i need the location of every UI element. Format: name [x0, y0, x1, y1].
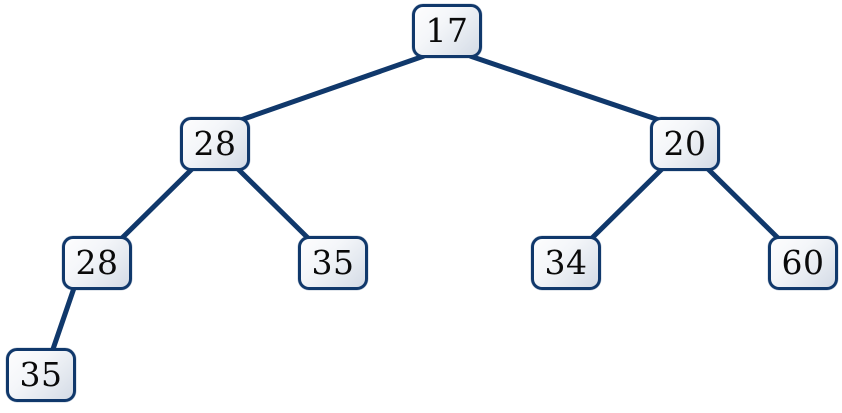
tree-node-label: 35 [311, 242, 355, 282]
tree-node-n1[interactable]: 28 [180, 117, 250, 171]
tree-edge-n0-n2 [469, 53, 663, 124]
tree-edge-n3-n7 [49, 287, 77, 353]
tree-node-label: 17 [425, 10, 469, 50]
tree-node-n0[interactable]: 17 [412, 4, 482, 58]
tree-edge-n1-n4 [236, 167, 312, 242]
tree-edge-n1-n3 [118, 167, 194, 242]
tree-node-n2[interactable]: 20 [650, 117, 720, 171]
tree-node-n7[interactable]: 35 [6, 348, 76, 402]
tree-node-label: 28 [75, 242, 119, 282]
tree-edge-n2-n6 [706, 167, 782, 242]
tree-node-n4[interactable]: 35 [298, 236, 368, 290]
tree-node-label: 60 [781, 242, 825, 282]
tree-node-label: 20 [663, 123, 707, 163]
tree-node-n6[interactable]: 60 [768, 236, 838, 290]
tree-edge-n2-n5 [588, 167, 664, 242]
tree-node-label: 28 [193, 123, 237, 163]
tree-node-label: 34 [544, 242, 588, 282]
tree-node-n5[interactable]: 34 [531, 236, 601, 290]
tree-node-n3[interactable]: 28 [62, 236, 132, 290]
tree-edge-n0-n1 [237, 53, 425, 124]
tree-node-label: 35 [19, 354, 63, 394]
